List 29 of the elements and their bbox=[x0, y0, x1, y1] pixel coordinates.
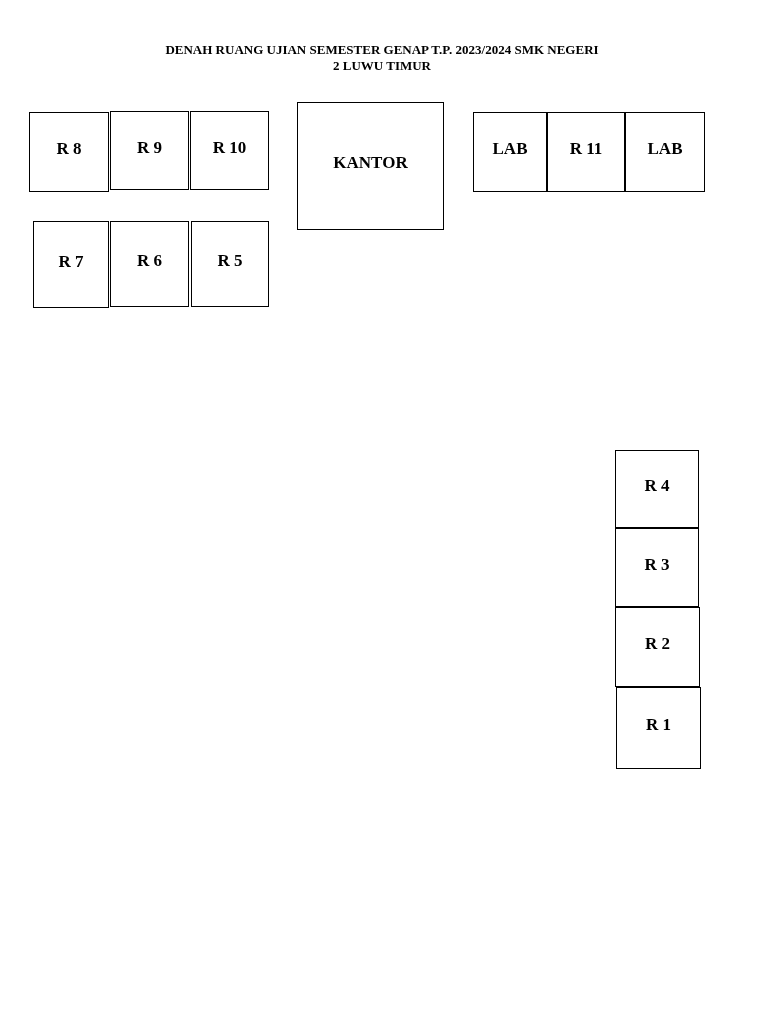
room-label: R 2 bbox=[645, 634, 670, 654]
room-box bbox=[616, 687, 701, 769]
page-title: DENAH RUANG UJIAN SEMESTER GENAP T.P. 2023/2024 SMK NEGERI 2 LUWU TIMUR bbox=[164, 42, 600, 74]
room-label: R 5 bbox=[217, 251, 243, 271]
room-label: R 10 bbox=[212, 137, 247, 158]
room-box bbox=[110, 221, 189, 307]
room-box bbox=[29, 112, 109, 192]
room-box bbox=[191, 221, 269, 307]
room-label: R 3 bbox=[644, 554, 670, 575]
room-label: KANTOR bbox=[333, 153, 408, 173]
room-label: R 9 bbox=[137, 137, 162, 158]
room-label: R 1 bbox=[646, 715, 671, 735]
room-box bbox=[33, 221, 109, 308]
room-box bbox=[110, 111, 189, 190]
room-label: LAB bbox=[492, 139, 528, 159]
room-box bbox=[615, 607, 700, 687]
room-box bbox=[625, 112, 705, 192]
room-label: R 8 bbox=[56, 139, 82, 159]
room-label: R 7 bbox=[58, 251, 84, 272]
room-box bbox=[190, 111, 269, 190]
room-label: LAB bbox=[647, 139, 683, 159]
room-box bbox=[473, 112, 547, 192]
room-box bbox=[297, 102, 444, 230]
room-box bbox=[547, 112, 625, 192]
room-box bbox=[615, 528, 699, 607]
room-label: R 6 bbox=[137, 251, 162, 271]
room-label: R 11 bbox=[569, 139, 603, 159]
room-box bbox=[615, 450, 699, 528]
room-label: R 4 bbox=[644, 476, 670, 496]
